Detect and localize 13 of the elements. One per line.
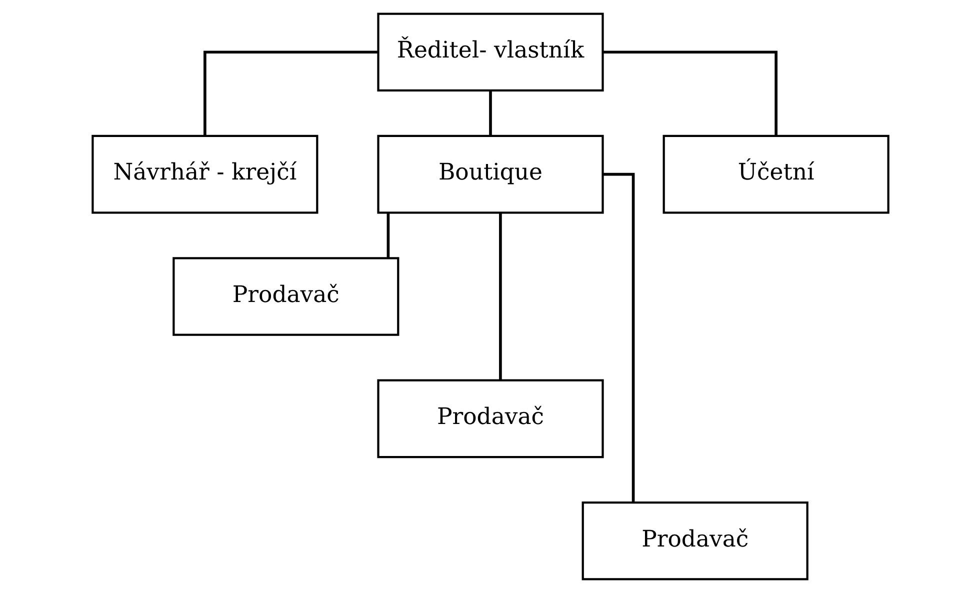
connector bbox=[386, 212, 390, 258]
node-box: Ředitel- vlastník bbox=[376, 12, 604, 92]
connector bbox=[488, 90, 492, 136]
connector bbox=[602, 50, 777, 136]
connector bbox=[602, 172, 634, 502]
node-box: Boutique bbox=[376, 134, 604, 214]
connector bbox=[498, 213, 502, 380]
node-box: Prodavač bbox=[376, 379, 604, 458]
node-box: Prodavač bbox=[581, 501, 808, 580]
connector bbox=[203, 50, 378, 136]
node-box: Prodavač bbox=[172, 257, 399, 336]
node-box: Návrhář - krejčí bbox=[91, 134, 318, 214]
node-box: Účetní bbox=[662, 134, 889, 214]
